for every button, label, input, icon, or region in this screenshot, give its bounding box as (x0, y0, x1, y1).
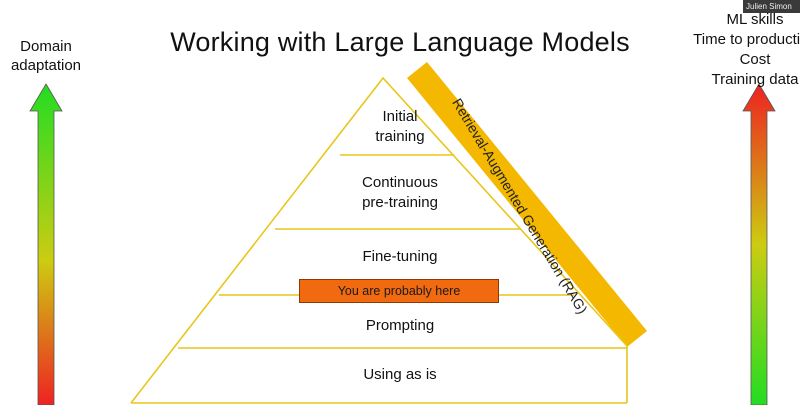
tier-fine-tuning: Fine-tuning (320, 247, 480, 267)
cost-skills-arrow (742, 83, 776, 405)
slide-title: Working with Large Language Models (170, 27, 630, 57)
tier-continuous-pretraining: Continuous pre-training (320, 173, 480, 213)
you-are-here-callout: You are probably here (299, 279, 499, 303)
webcam-thumbnail: Julien Simon (743, 0, 800, 13)
webcam-name-label: Julien Simon (746, 2, 792, 11)
left-axis-label: Domain adaptation (10, 37, 82, 75)
tier-using-as-is: Using as is (320, 365, 480, 385)
right-axis-label-time: Time to production (693, 31, 800, 48)
tier-label-line1: Initial (382, 108, 418, 125)
rag-band (407, 62, 647, 347)
right-axis-label-cost: Cost (739, 51, 771, 68)
tier-label-line2: training (375, 128, 425, 145)
tier-label-line1: Continuous (362, 174, 438, 191)
tier-prompting: Prompting (320, 316, 480, 336)
left-axis-label-line1: Domain (20, 38, 72, 55)
tier-label-line1: Using as is (363, 366, 437, 383)
right-axis-label-data: Training data (711, 71, 799, 88)
tier-initial-training: Initial training (330, 107, 470, 147)
tier-label-line2: pre-training (362, 194, 438, 211)
left-axis-label-line2: adaptation (10, 57, 82, 74)
domain-adaptation-arrow (29, 83, 63, 405)
right-axis-labels: ML skills Time to production Cost Traini… (690, 10, 800, 90)
tier-label-line1: Prompting (365, 317, 435, 334)
right-axis-label-ml-skills: ML skills (726, 11, 784, 28)
tier-label-line1: Fine-tuning (362, 248, 438, 265)
